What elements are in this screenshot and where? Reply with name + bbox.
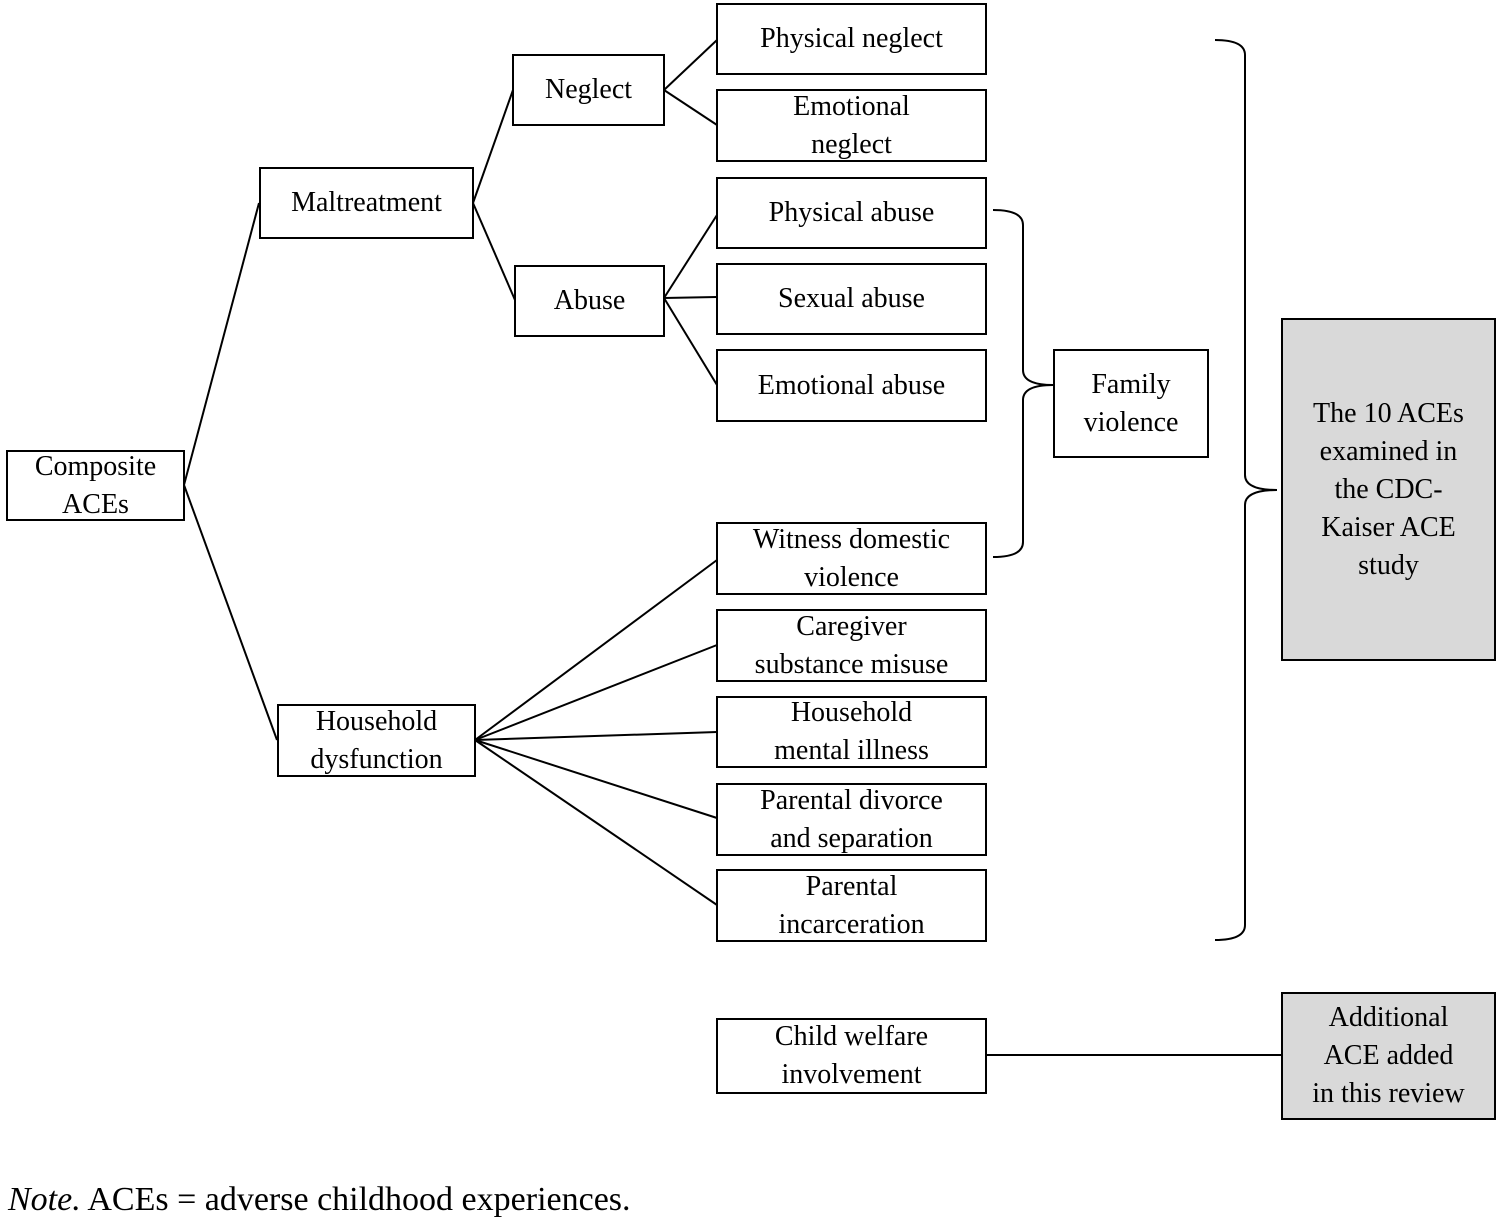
abuse-box: Abuse: [514, 265, 665, 337]
family-violence-bracket: [992, 209, 1054, 558]
note-text: ACEs = adverse childhood experiences.: [80, 1181, 631, 1218]
connector-abuse-sexual: [663, 296, 718, 299]
connector-composite-household: [183, 484, 278, 741]
witness-domestic-violence-box: Witness domestic violence: [716, 522, 987, 595]
connector-household-incarceration: [474, 739, 718, 906]
parental-incarceration-box: Parental incarceration: [716, 869, 987, 942]
physical-neglect-box: Physical neglect: [716, 3, 987, 75]
connector-household-mental: [474, 731, 718, 741]
physical-abuse-box: Physical abuse: [716, 177, 987, 249]
connector-abuse-emotional: [663, 297, 718, 386]
child-welfare-box: Child welfare involvement: [716, 1018, 987, 1094]
neglect-box: Neglect: [512, 54, 665, 126]
connector-composite-maltreatment: [183, 202, 260, 486]
ten-aces-box: The 10 ACEs examined in the CDC- Kaiser …: [1281, 318, 1496, 661]
parental-divorce-box: Parental divorce and separation: [716, 783, 987, 856]
household-mental-illness-box: Household mental illness: [716, 696, 987, 768]
connector-maltreatment-abuse: [472, 202, 516, 301]
additional-ace-box: Additional ACE added in this review: [1281, 992, 1496, 1120]
sexual-abuse-box: Sexual abuse: [716, 263, 987, 335]
note-label: Note.: [8, 1181, 81, 1218]
ten-aces-bracket: [1214, 39, 1278, 941]
caregiver-substance-misuse-box: Caregiver substance misuse: [716, 609, 987, 682]
emotional-neglect-box: Emotional neglect: [716, 89, 987, 162]
connector-neglect-physical: [663, 39, 718, 91]
connector-household-witness: [474, 559, 718, 741]
connector-abuse-physical: [663, 214, 718, 299]
emotional-abuse-box: Emotional abuse: [716, 349, 987, 422]
connector-maltreatment-neglect: [472, 89, 514, 204]
composite-aces-box: Composite ACEs: [6, 450, 185, 521]
household-dysfunction-box: Household dysfunction: [277, 704, 476, 777]
connector-household-caregiver: [474, 644, 718, 741]
connector-neglect-emotional: [663, 89, 718, 126]
maltreatment-box: Maltreatment: [259, 167, 474, 239]
family-violence-box: Family violence: [1053, 349, 1209, 458]
connector-household-divorce: [474, 739, 718, 819]
figure-note: Note. ACEs = adverse childhood experienc…: [8, 1178, 631, 1222]
